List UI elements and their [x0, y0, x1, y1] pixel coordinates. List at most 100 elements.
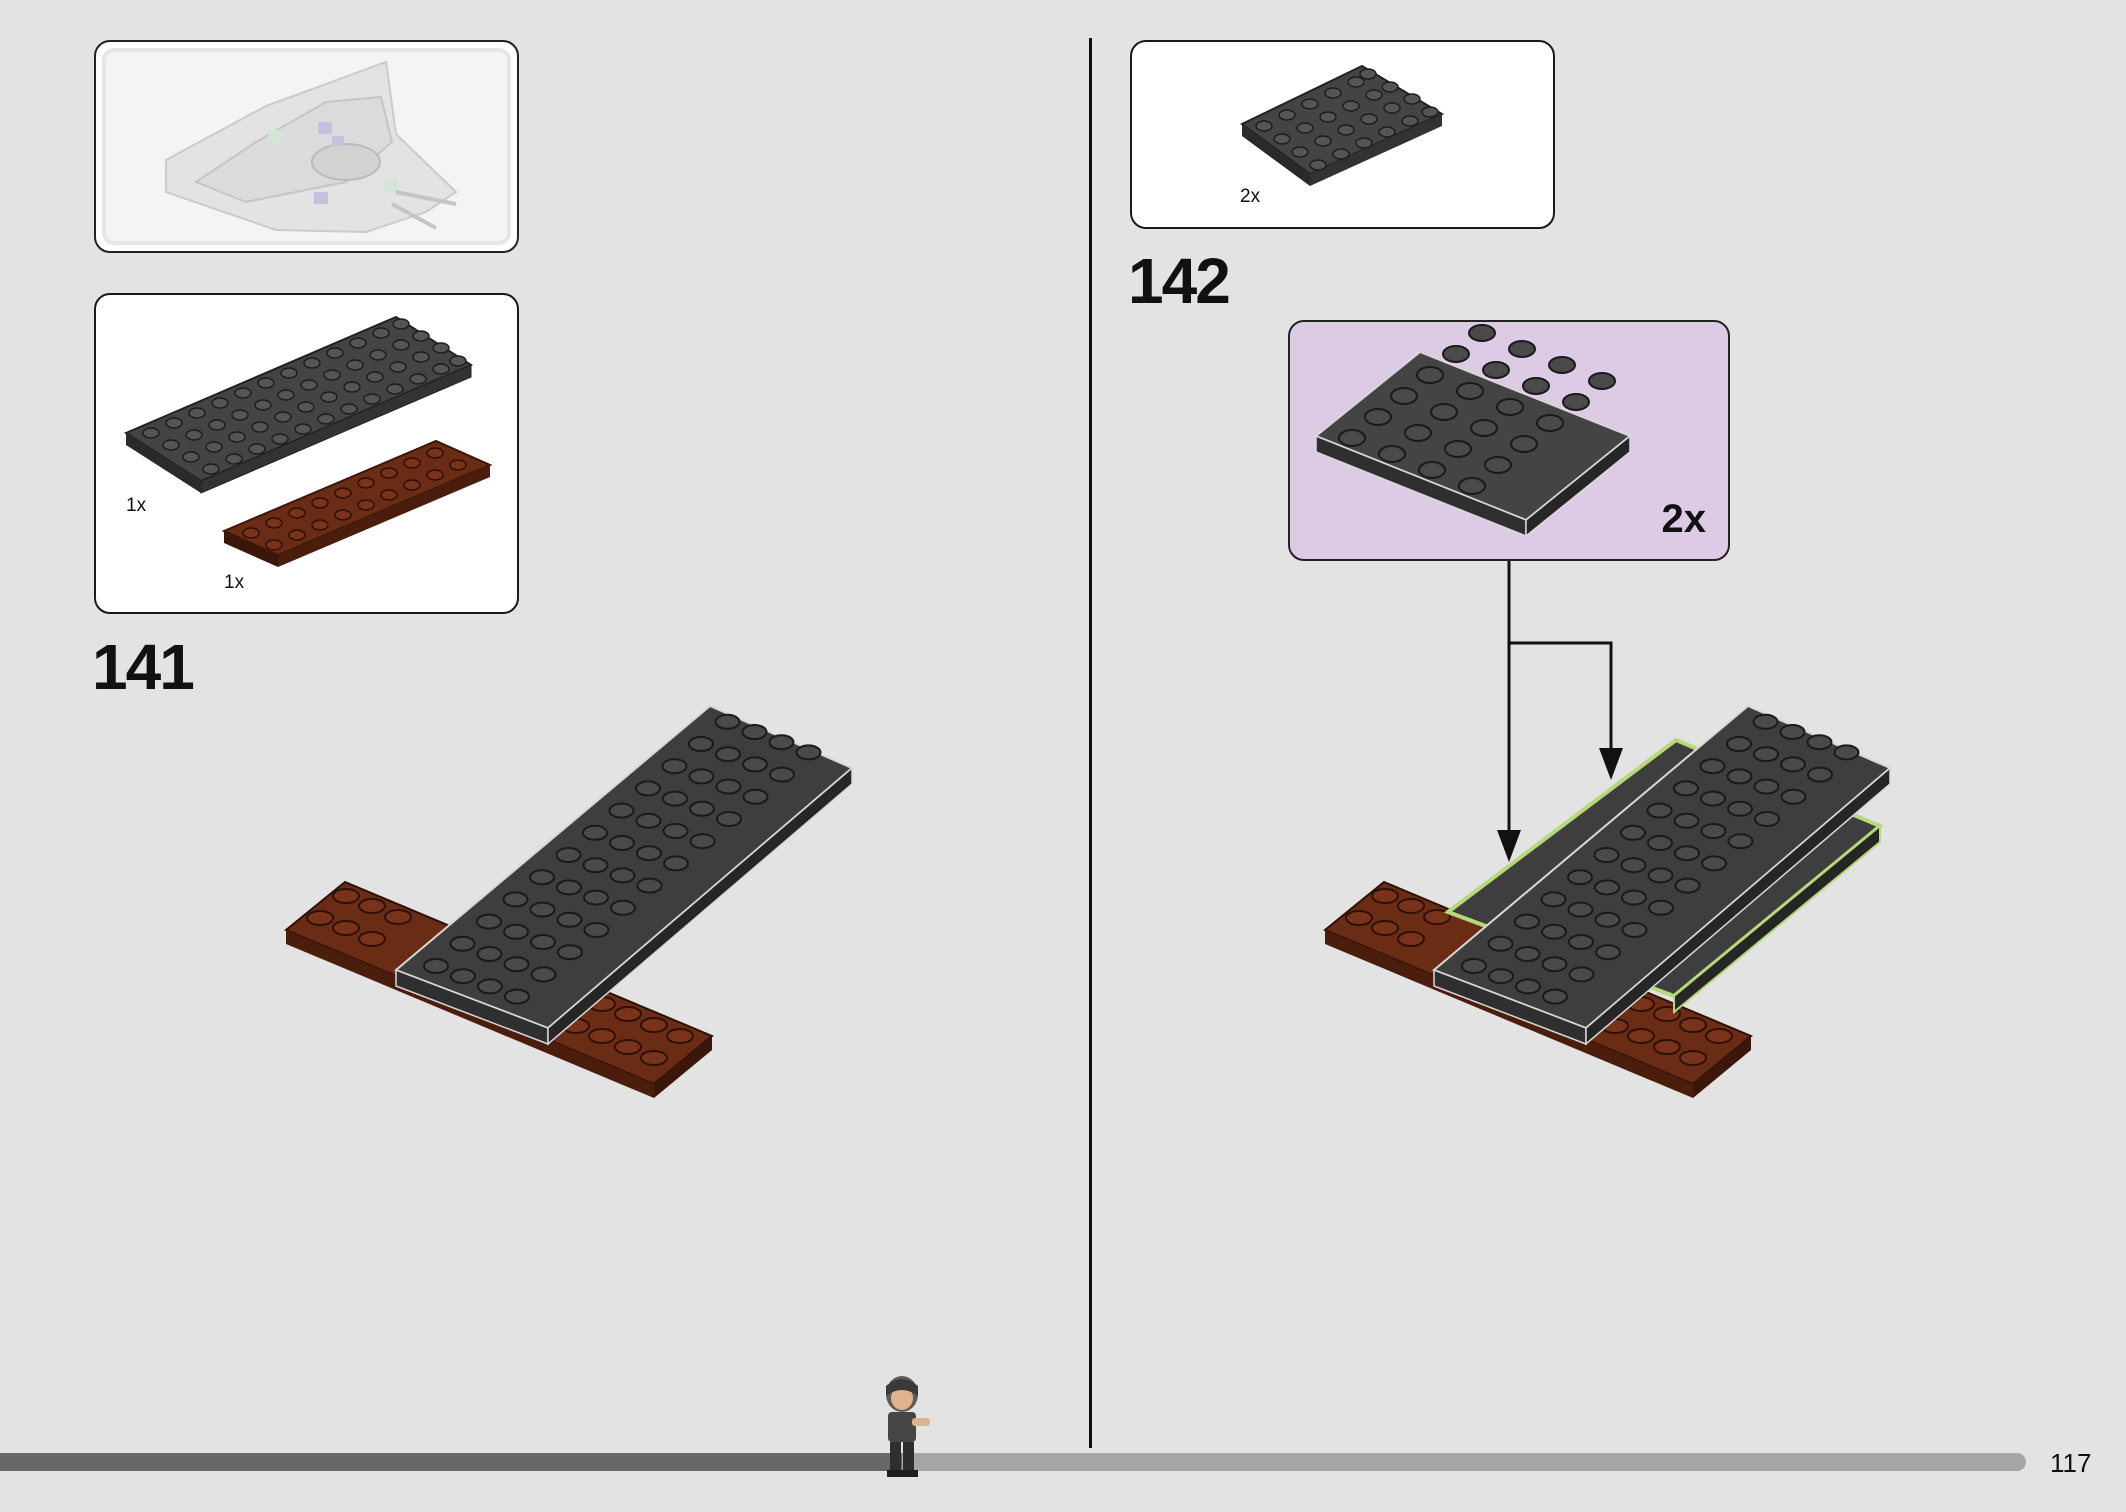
parts-list-panel-142: 2x: [1130, 40, 1555, 229]
stud: [1806, 734, 1833, 751]
stud: [1780, 788, 1807, 805]
stud: [1488, 968, 1514, 985]
stud: [635, 780, 661, 797]
stud: [1620, 824, 1646, 841]
stud: [1496, 398, 1524, 416]
stud: [1514, 913, 1540, 930]
stud: [610, 899, 636, 916]
stud: [1727, 833, 1754, 850]
stud: [1542, 988, 1568, 1005]
part-qty-reddish-brown: 1x: [224, 572, 245, 593]
stud: [688, 768, 715, 785]
stud: [1647, 835, 1673, 851]
stud: [1468, 324, 1496, 342]
stud: [1620, 857, 1647, 874]
step-number-141: 141: [92, 631, 195, 703]
stud: [1418, 461, 1446, 479]
callout-plate-icon: [1314, 324, 1632, 538]
stud: [504, 988, 530, 1005]
stud: [663, 855, 689, 872]
stud: [1673, 780, 1699, 797]
stud: [1404, 424, 1432, 442]
stud: [1674, 877, 1701, 894]
stud: [689, 833, 716, 850]
stud: [1456, 382, 1484, 400]
stud: [1514, 946, 1541, 962]
stud: [1364, 408, 1392, 426]
stud: [1378, 445, 1406, 463]
stud: [583, 889, 609, 906]
stud: [635, 812, 662, 829]
stud: [476, 913, 502, 930]
stud: [503, 923, 529, 940]
stud: [1726, 768, 1753, 785]
stud: [582, 824, 608, 841]
stud: [556, 911, 583, 928]
stud: [1754, 811, 1780, 827]
stud: [714, 713, 741, 730]
progress-bar: [0, 1453, 2026, 1471]
arrow-down-icon: [1497, 830, 1521, 862]
stud: [1540, 891, 1567, 908]
stud: [661, 758, 688, 775]
stud: [557, 944, 583, 961]
stud: [530, 934, 556, 950]
progress-bar-fill: [0, 1453, 902, 1471]
stud: [1568, 966, 1595, 983]
stud: [1753, 746, 1779, 763]
stud: [1673, 812, 1700, 829]
stud: [662, 823, 689, 839]
part-dark-grey-plate-icon: [123, 315, 474, 494]
stud: [608, 802, 635, 819]
stud: [1442, 345, 1470, 363]
stud: [1470, 419, 1498, 437]
stud: [1515, 978, 1541, 995]
stud: [689, 800, 715, 817]
arrow-down-icon: [1599, 748, 1623, 780]
stud: [530, 966, 557, 983]
stud: [662, 790, 688, 807]
stud: [476, 946, 503, 962]
stud: [1648, 899, 1674, 916]
part-qty-dark-grey: 1x: [126, 495, 147, 516]
stud: [1752, 713, 1779, 730]
stud: [1779, 724, 1806, 740]
stud: [742, 788, 769, 805]
stud: [1726, 736, 1752, 752]
stud: [1522, 377, 1550, 395]
stud: [556, 879, 582, 896]
stud: [741, 724, 768, 740]
stud: [1594, 911, 1621, 928]
stud: [1390, 387, 1418, 405]
stud: [1700, 823, 1727, 839]
stud: [715, 778, 742, 795]
submodel-preview-panel: [94, 40, 519, 253]
stud: [529, 869, 555, 886]
stud: [1541, 956, 1568, 973]
stud: [1833, 744, 1860, 761]
stud: [583, 922, 610, 938]
stud: [1541, 923, 1567, 940]
stud: [1753, 778, 1780, 795]
part-qty-dark-grey-small: 2x: [1240, 186, 1261, 207]
part-reddish-brown-plate-icon: [221, 439, 493, 567]
stud: [609, 835, 635, 851]
subassembly-callout: 2x: [1288, 320, 1730, 561]
stud: [1508, 340, 1536, 358]
submodel-preview-icon: [165, 60, 458, 234]
stud: [1458, 477, 1486, 495]
stud: [1646, 802, 1673, 819]
stud: [1647, 867, 1674, 884]
stud: [1338, 429, 1366, 447]
stud: [1482, 361, 1510, 379]
stud: [1567, 869, 1593, 886]
stud: [1674, 845, 1700, 862]
stud: [636, 845, 662, 862]
stud: [1562, 393, 1590, 411]
stud: [1461, 958, 1487, 974]
part-dark-grey-plate-small-icon: [1240, 64, 1445, 186]
callout-qty: 2x: [1661, 497, 1707, 541]
minifigure-icon: [886, 1376, 930, 1477]
